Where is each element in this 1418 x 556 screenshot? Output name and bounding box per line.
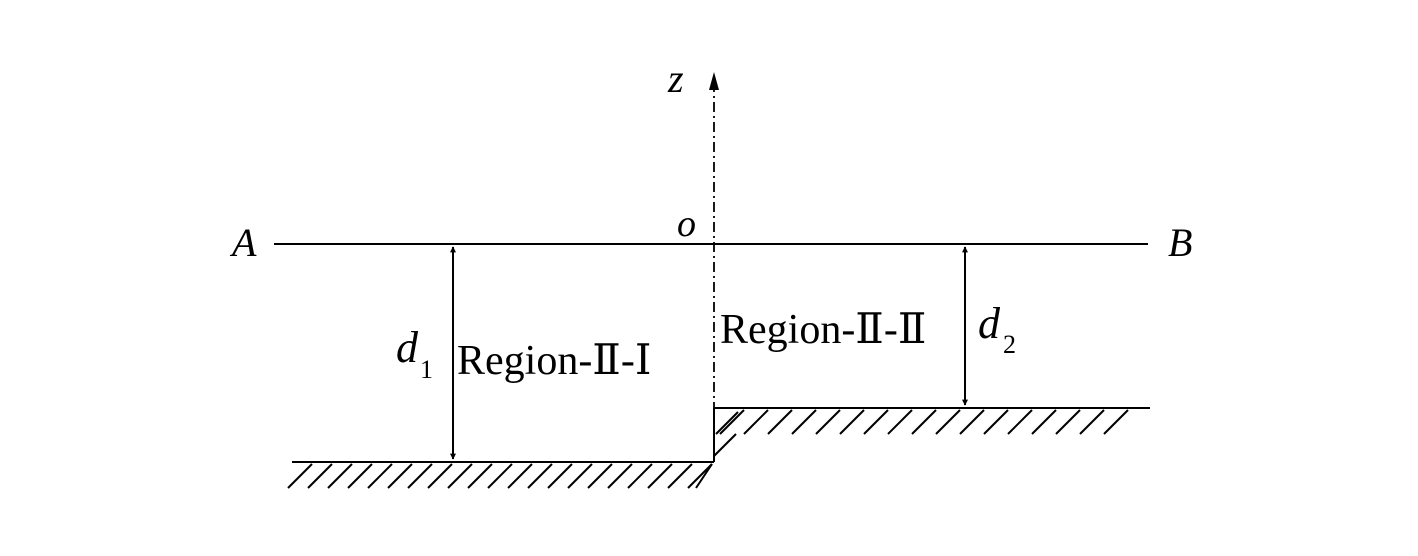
hatch-stroke bbox=[467, 463, 493, 489]
hatch-stroke bbox=[713, 433, 737, 457]
hatch-stroke bbox=[507, 463, 533, 489]
hatch-stroke bbox=[983, 409, 1009, 435]
hatch-stroke bbox=[587, 463, 613, 489]
hatch-stroke bbox=[527, 463, 553, 489]
hatch-stroke bbox=[487, 463, 513, 489]
depth-1-label: d bbox=[396, 323, 419, 372]
depth-2-subscript: 2 bbox=[1003, 330, 1016, 359]
hatch-stroke bbox=[327, 463, 353, 489]
hatch-stroke bbox=[1007, 409, 1033, 435]
hatch-stroke bbox=[815, 409, 841, 435]
hatch-stroke bbox=[567, 463, 593, 489]
hatch-stroke bbox=[887, 409, 913, 435]
hatch-stroke bbox=[935, 409, 961, 435]
hatch-stroke bbox=[715, 411, 739, 435]
hatch-stroke bbox=[959, 409, 985, 435]
step-riser-hatching bbox=[695, 411, 739, 489]
hatch-stroke bbox=[547, 463, 573, 489]
depth-1-subscript: 1 bbox=[420, 355, 433, 384]
region-2-label: Region-Ⅱ-Ⅱ bbox=[720, 307, 926, 353]
hatch-stroke bbox=[307, 463, 333, 489]
hatch-stroke bbox=[911, 409, 937, 435]
hatch-stroke bbox=[387, 463, 413, 489]
region-1-label: Region-Ⅱ-Ⅰ bbox=[457, 338, 651, 384]
seabed-left-hatching bbox=[287, 463, 713, 489]
hatch-stroke bbox=[367, 463, 393, 489]
hatch-stroke bbox=[647, 463, 673, 489]
seabed-right-hatching bbox=[719, 409, 1129, 435]
hatch-stroke bbox=[1031, 409, 1057, 435]
hatch-stroke bbox=[1055, 409, 1081, 435]
z-axis-arrowhead bbox=[709, 72, 719, 90]
hatch-stroke bbox=[627, 463, 653, 489]
hatch-stroke bbox=[1103, 409, 1129, 435]
hatch-stroke bbox=[719, 409, 745, 435]
point-b-label: B bbox=[1168, 220, 1192, 265]
hatch-stroke bbox=[1079, 409, 1105, 435]
hatch-stroke bbox=[767, 409, 793, 435]
depth-2-label: d bbox=[978, 299, 1001, 348]
hatch-stroke bbox=[447, 463, 473, 489]
origin-label: o bbox=[677, 203, 696, 245]
hatch-stroke bbox=[607, 463, 633, 489]
hatch-stroke bbox=[287, 463, 313, 489]
hatch-stroke bbox=[863, 409, 889, 435]
hatch-stroke bbox=[695, 463, 713, 489]
hatch-stroke bbox=[347, 463, 373, 489]
hatch-stroke bbox=[839, 409, 865, 435]
point-a-label: A bbox=[229, 220, 257, 265]
hatch-stroke bbox=[687, 463, 713, 489]
hatch-stroke bbox=[427, 463, 453, 489]
hatch-stroke bbox=[667, 463, 693, 489]
hatch-stroke bbox=[407, 463, 433, 489]
hatch-stroke bbox=[743, 409, 769, 435]
hatch-stroke bbox=[791, 409, 817, 435]
axis-z-label: z bbox=[667, 56, 684, 101]
